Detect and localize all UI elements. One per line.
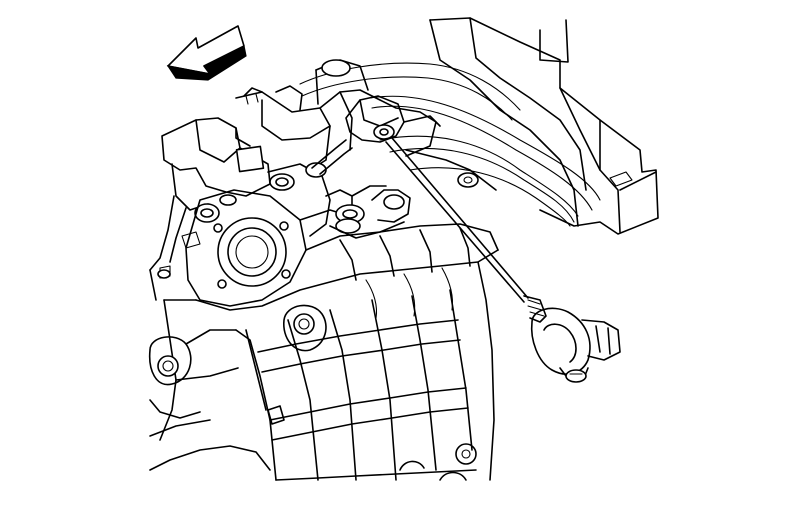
forward-arrow-icon xyxy=(166,25,247,81)
engine-block xyxy=(149,223,499,481)
intake-runners xyxy=(235,59,437,171)
lower-left-bolts xyxy=(148,304,327,471)
manifold-flange xyxy=(185,189,351,307)
upper-right-bracket xyxy=(429,17,659,235)
cylinder-head-left xyxy=(149,117,271,279)
leader-line xyxy=(385,137,529,303)
injector-cluster xyxy=(267,139,411,239)
knock-sensor-icon xyxy=(523,295,621,383)
lower-fittings xyxy=(267,405,477,481)
sensor-mount-upper xyxy=(345,95,497,191)
wiring-harness xyxy=(299,62,601,227)
flange-details xyxy=(157,194,237,279)
